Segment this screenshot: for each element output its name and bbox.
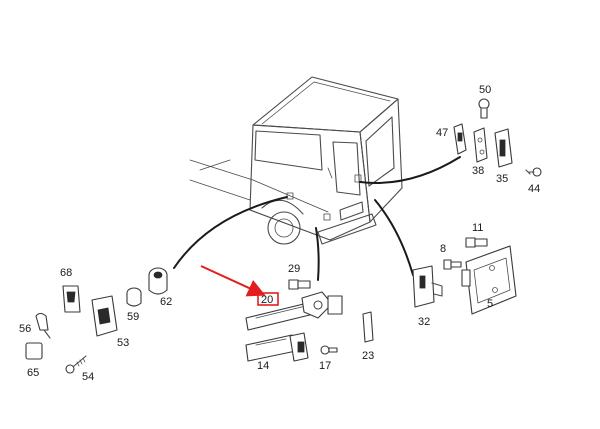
- callout-11: 11: [472, 222, 483, 234]
- callout-44: 44: [528, 183, 540, 195]
- callout-53: 53: [117, 337, 129, 349]
- leader-line-left: [173, 196, 288, 269]
- callout-65: 65: [27, 367, 39, 379]
- van-body: [189, 76, 403, 245]
- callout-35: 35: [496, 173, 508, 185]
- part-17-screw: [320, 345, 338, 355]
- callout-29: 29: [288, 263, 300, 275]
- part-29-bolt: [288, 279, 311, 290]
- part-14-door-check: [245, 332, 309, 362]
- callout-20: 20: [261, 294, 273, 306]
- highlight-box: [257, 292, 279, 306]
- leader-line-door-hinge: [374, 199, 414, 276]
- part-5-hinge: [461, 245, 517, 315]
- callout-23: 23: [362, 350, 374, 362]
- part-50-screw: [478, 98, 490, 119]
- part-38-plate: [473, 127, 488, 163]
- part-23-strip: [362, 311, 374, 343]
- part-59-bushing: [126, 287, 142, 307]
- callout-17: 17: [319, 360, 331, 372]
- part-56-key: [35, 312, 51, 339]
- callout-47: 47: [436, 127, 448, 139]
- part-68-clip: [62, 285, 81, 313]
- part-47-bracket: [453, 123, 467, 155]
- callout-32: 32: [418, 316, 430, 328]
- leader-line-upper-right: [359, 156, 461, 184]
- part-54-screw: [65, 355, 87, 374]
- callout-8: 8: [440, 243, 446, 255]
- callout-38: 38: [472, 165, 484, 177]
- part-65-cap: [25, 342, 43, 360]
- callout-14: 14: [257, 360, 269, 372]
- callout-5: 5: [487, 298, 493, 310]
- part-62-cylinder: [148, 267, 168, 295]
- callout-59: 59: [127, 311, 139, 323]
- part-8-bolt: [443, 259, 462, 270]
- part-20-door-check-strap: [245, 291, 343, 331]
- part-11-bolt: [465, 237, 488, 248]
- callout-50: 50: [479, 84, 491, 96]
- leader-line-center: [315, 227, 320, 281]
- part-44-screw: [525, 167, 542, 177]
- part-53-lock-housing: [91, 295, 118, 337]
- callout-56: 56: [19, 323, 31, 335]
- callout-68: 68: [60, 267, 72, 279]
- highlight-arrow: [200, 265, 266, 297]
- part-35-handle: [494, 128, 513, 168]
- callout-54: 54: [82, 371, 94, 383]
- part-32-bracket: [412, 265, 443, 308]
- callout-62: 62: [160, 296, 172, 308]
